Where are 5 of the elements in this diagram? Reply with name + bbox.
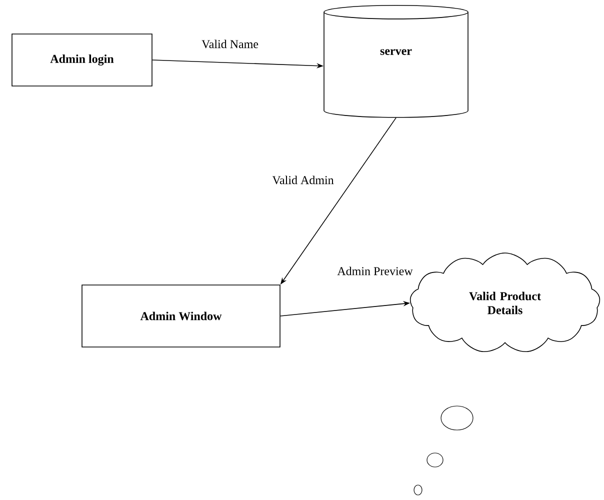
edge-label: Valid Admin xyxy=(272,176,334,184)
server-cylinder: server xyxy=(324,5,468,118)
edge-label: Valid Name xyxy=(202,40,258,48)
process-box: Admin login xyxy=(12,34,152,86)
process-box: Admin Window xyxy=(82,284,280,348)
